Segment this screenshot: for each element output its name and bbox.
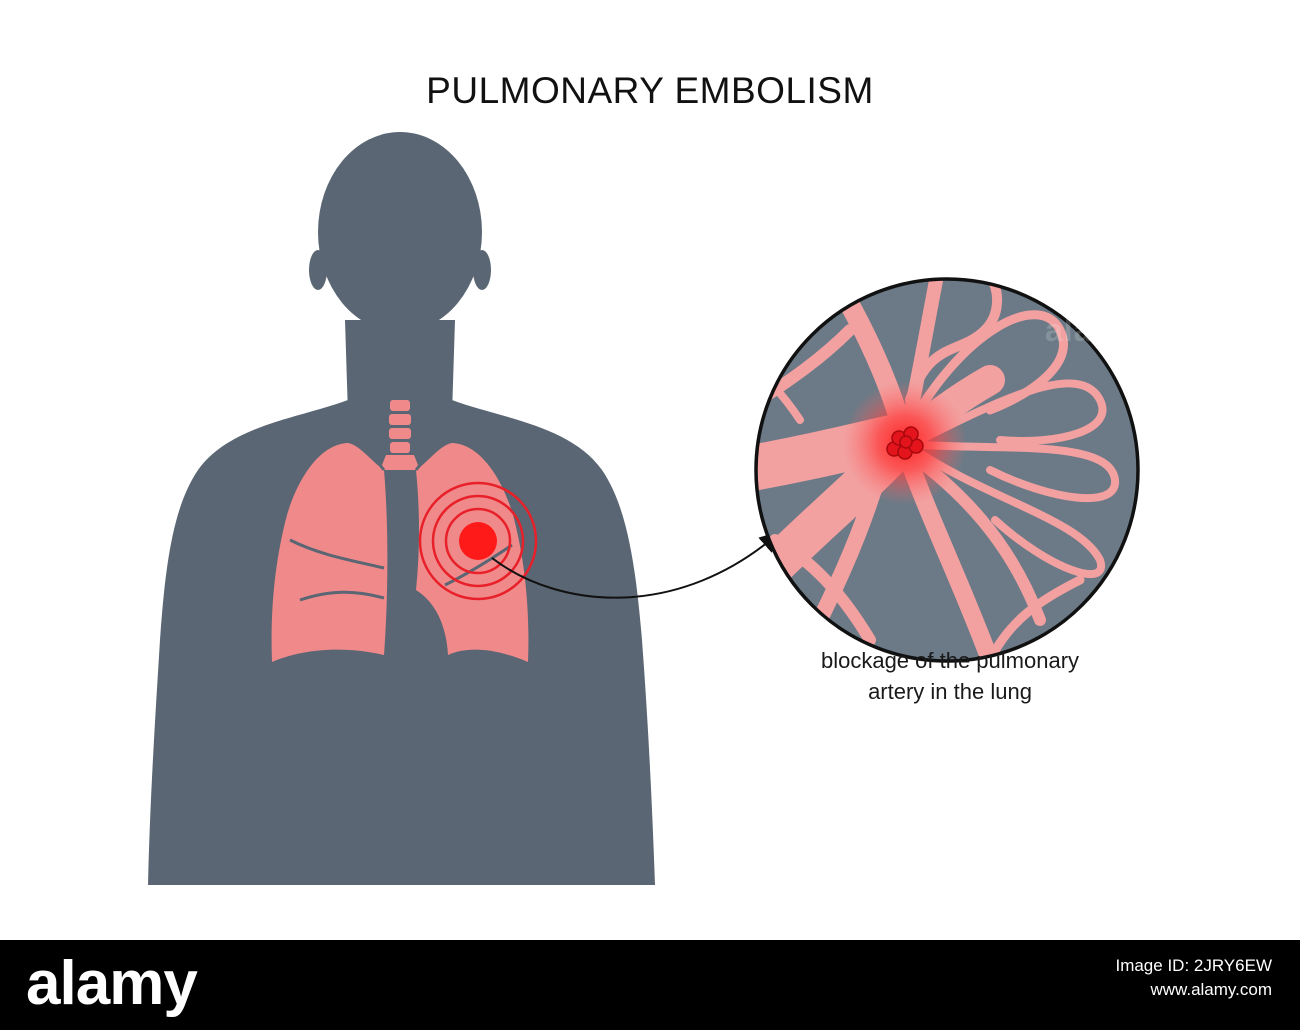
footer-image-info: Image ID: 2JRY6EW www.alamy.com [1115,954,1272,1002]
trachea [380,400,420,470]
blood-clot-icon [886,426,924,460]
pain-target-icon [418,481,538,601]
watermark: alamy [1045,312,1141,348]
bronchi [370,454,430,471]
human-silhouette [148,132,655,885]
footer-website: www.alamy.com [1150,980,1272,999]
footer-image-id: Image ID: 2JRY6EW [1115,956,1272,975]
lung-lobe-lines [289,538,513,602]
zoom-caption: blockage of the pulmonary artery in the … [760,645,1140,707]
arrow-icon [491,530,782,599]
caption-line-2: artery in the lung [868,679,1032,704]
footer-bar: alamy Image ID: 2JRY6EW www.alamy.com [0,940,1300,1030]
zoom-view [754,277,1140,663]
diagram-title: PULMONARY EMBOLISM [426,70,874,111]
caption-line-1: blockage of the pulmonary [820,648,1080,673]
illustration [148,132,1140,885]
right-lung [271,443,388,662]
footer-logo: alamy [26,949,198,1018]
